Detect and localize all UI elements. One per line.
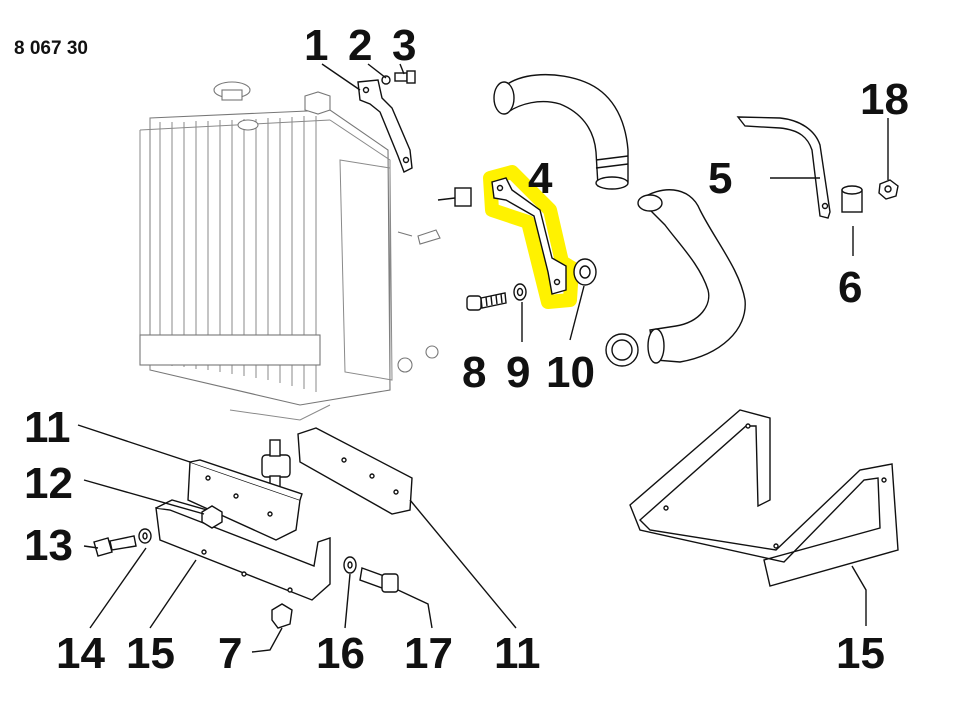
callout-3: 3 <box>392 21 416 70</box>
callout-13: 13 <box>24 521 73 570</box>
screw-8 <box>466 292 507 311</box>
spacer-6 <box>841 185 863 213</box>
leader-lines <box>77 63 889 653</box>
callout-16: 16 <box>316 629 365 678</box>
nut-7 <box>271 603 293 629</box>
drain-plug <box>397 229 441 245</box>
washer-16 <box>343 556 357 574</box>
callout-17: 17 <box>404 629 453 678</box>
callout-15-right: 15 <box>836 629 885 678</box>
rubber-mount-top <box>304 91 331 115</box>
callout-14: 14 <box>56 629 105 678</box>
frame-15-right <box>629 409 899 587</box>
lower-hose <box>605 189 746 367</box>
callout-numbers: 1 2 3 4 5 6 7 8 9 10 11 11 12 13 14 15 1… <box>24 21 909 678</box>
filler-cap <box>213 81 259 131</box>
nut-18 <box>878 179 899 200</box>
callout-11-bottom: 11 <box>494 629 541 678</box>
rubber-bush <box>437 187 472 207</box>
callout-15-left: 15 <box>126 629 175 678</box>
document-code: 8 067 30 <box>14 38 88 59</box>
bracket-11-left <box>187 459 303 541</box>
rubber-mount <box>261 439 291 491</box>
bracket-1 <box>357 70 416 173</box>
bracket-15-left <box>155 499 331 601</box>
callout-1: 1 <box>304 21 328 70</box>
callout-6: 6 <box>838 263 862 312</box>
screw-17 <box>359 567 399 593</box>
bolt-13 <box>93 535 137 557</box>
washer-9 <box>513 283 527 301</box>
callout-5: 5 <box>708 154 732 203</box>
callout-7: 7 <box>218 629 242 678</box>
callout-12: 12 <box>24 459 73 508</box>
washer-14 <box>138 528 152 544</box>
callout-11-left: 11 <box>24 403 71 452</box>
bracket-5 <box>736 116 831 219</box>
callout-9: 9 <box>506 348 530 397</box>
spacer-10 <box>573 258 597 286</box>
callout-18: 18 <box>860 75 909 124</box>
bracket-11-right <box>297 427 413 515</box>
callout-8: 8 <box>462 348 486 397</box>
screw-3 <box>394 70 416 84</box>
clamp-small <box>397 357 413 373</box>
callout-10: 10 <box>546 348 595 397</box>
washer-2 <box>381 75 391 85</box>
upper-hose <box>493 74 629 190</box>
bracket-4-highlighted <box>483 165 579 309</box>
nut-12 <box>201 505 223 529</box>
callout-2: 2 <box>348 21 372 70</box>
radiator <box>139 81 441 421</box>
callout-4: 4 <box>528 154 553 203</box>
